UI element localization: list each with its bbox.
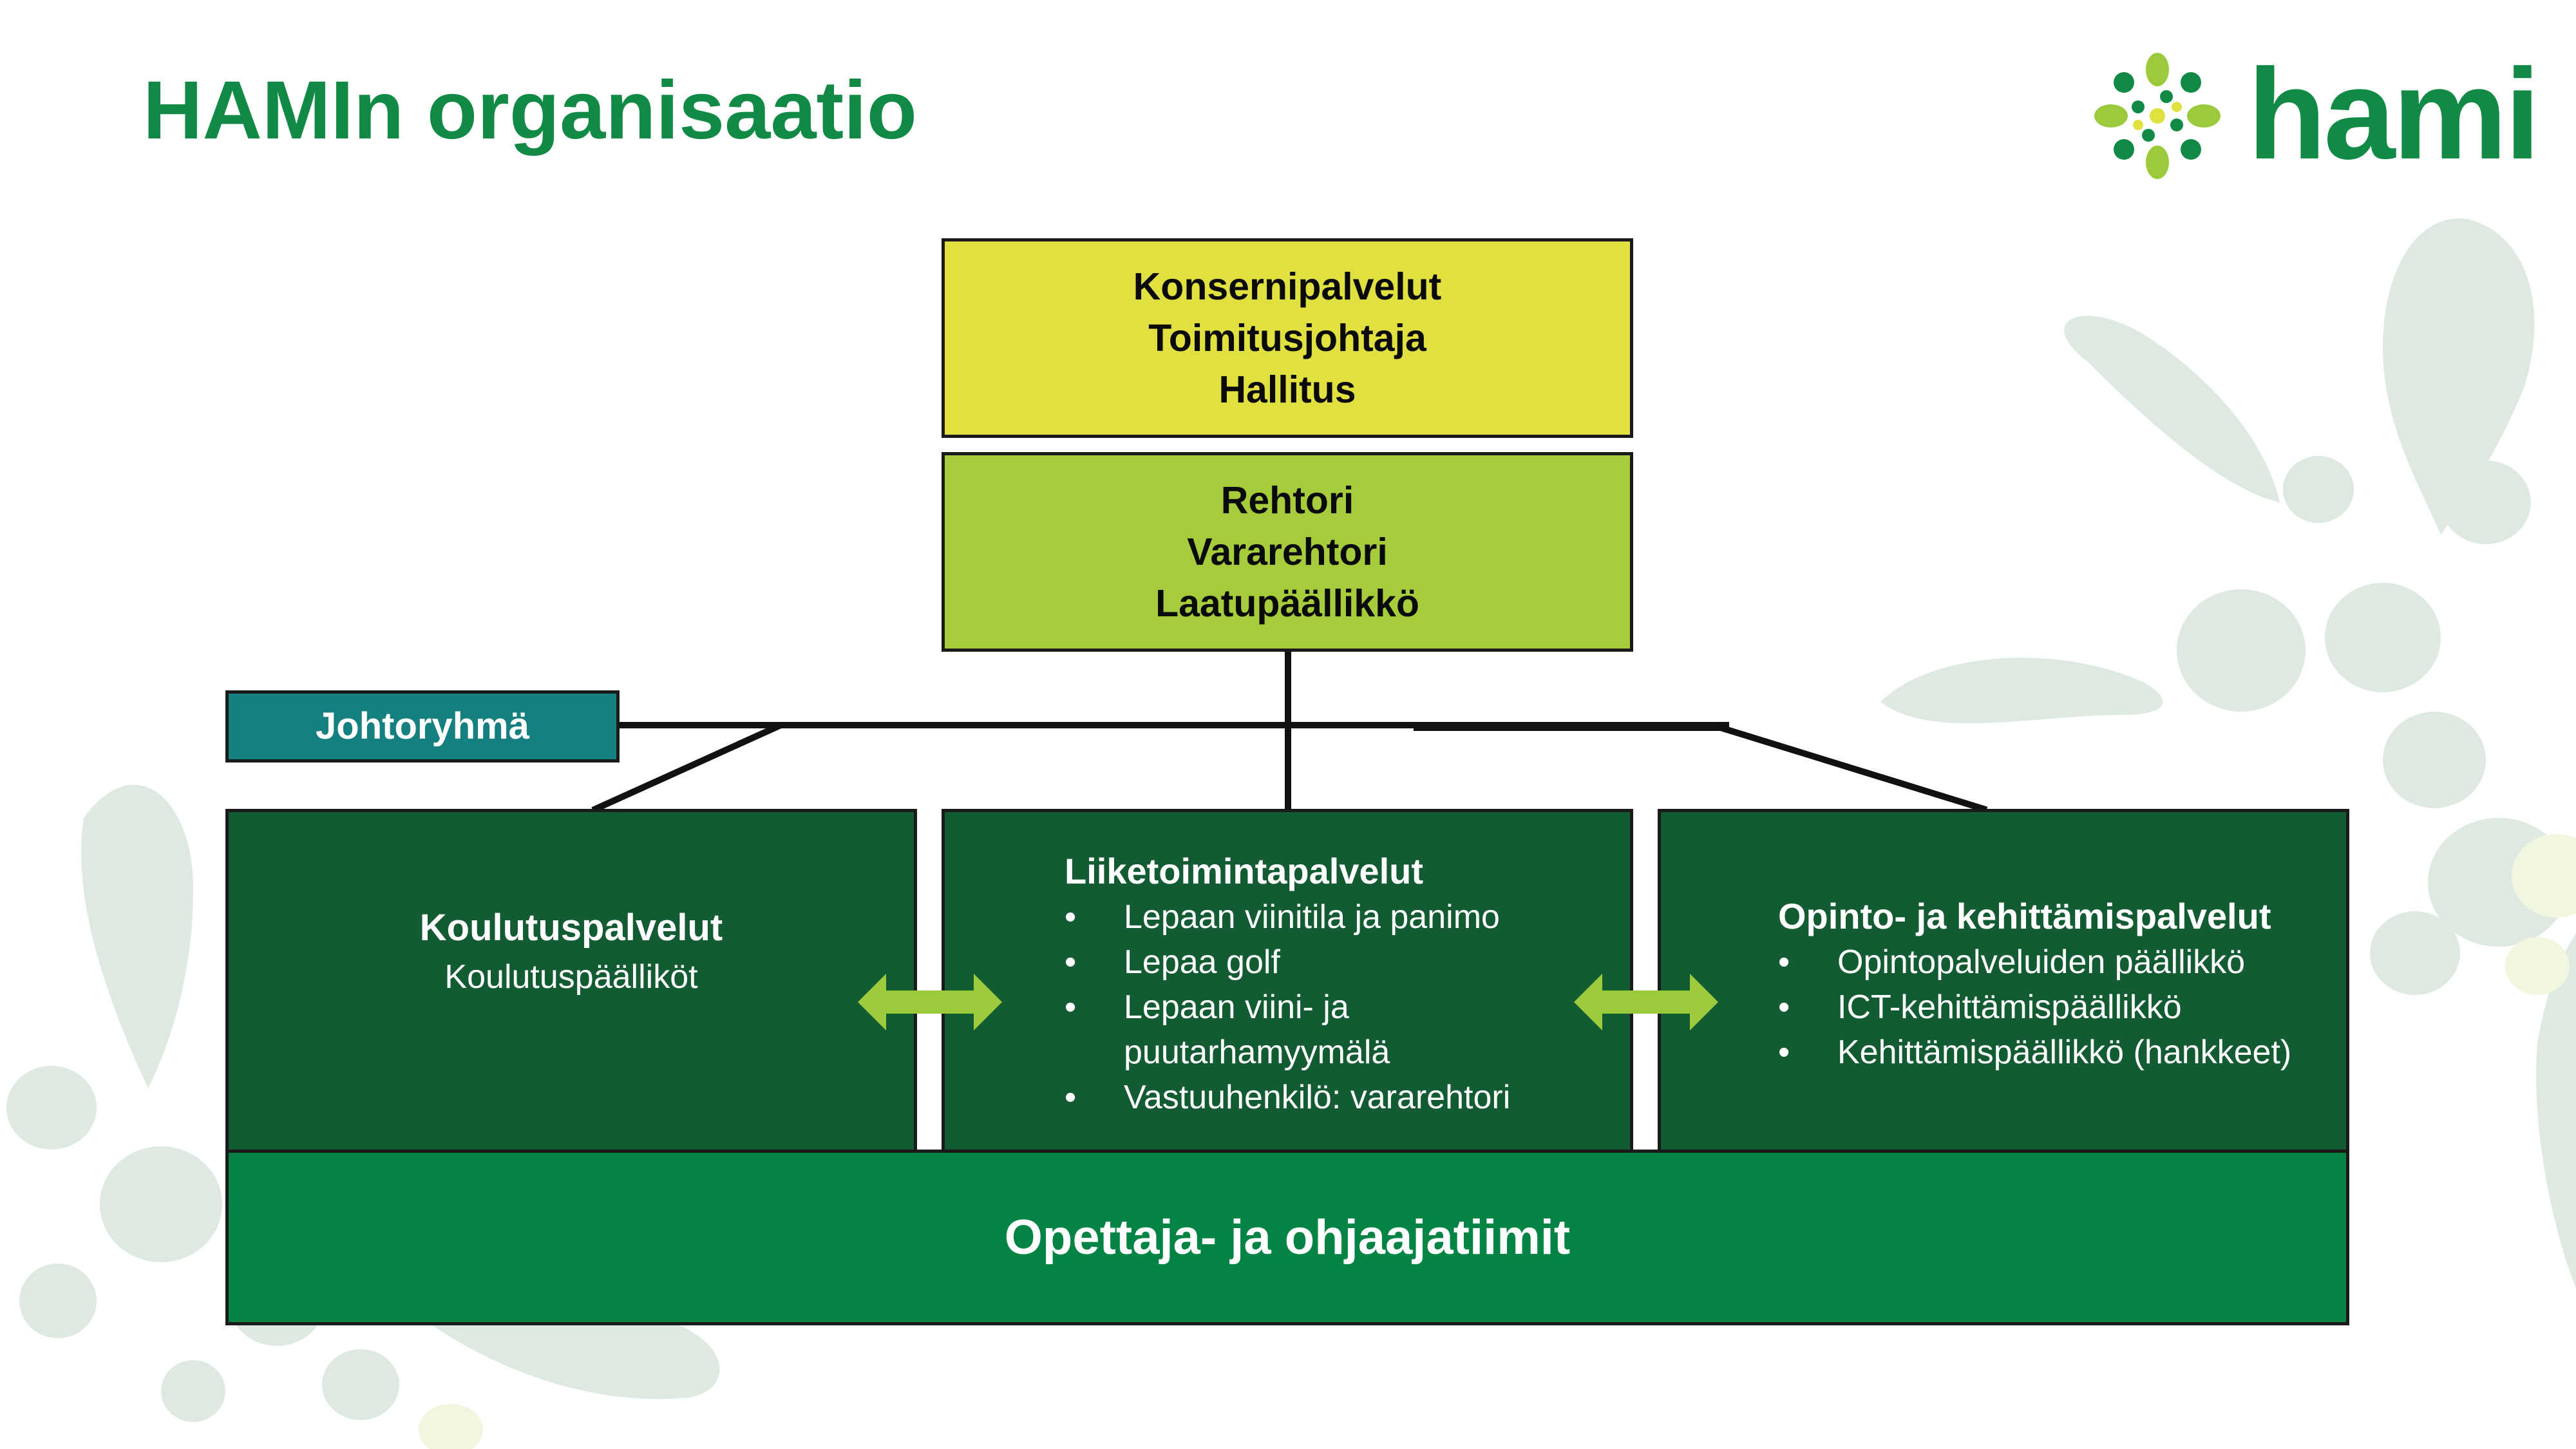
opinto-ja-kehittamispalvelut-box: Opinto- ja kehittämispalvelut Opintopalv… [1658,809,2349,1154]
list-item: Lepaan viini- ja [1065,985,1630,1030]
double-arrow-icon [858,974,1002,1030]
flower-logo-icon [2094,53,2221,179]
box-line: Laatupäällikkö [1155,582,1419,625]
liiketoimintapalvelut-box: Liiketoimintapalvelut Lepaan viinitila j… [942,809,1633,1154]
logo-wordmark: hami [2248,43,2541,186]
box-line: Vararehtori [1187,531,1388,573]
unit-heading: Koulutuspalvelut [419,907,723,949]
box-line: Rehtori [1220,479,1354,522]
opettaja-ja-ohjaajatiimit-box: Opettaja- ja ohjaajatiimit [225,1150,2349,1325]
list-item: Lepaa golf [1065,940,1630,985]
list-item: Lepaan viinitila ja panimo [1065,895,1630,940]
list-item-text: puutarhamyymälä [1124,1034,1390,1071]
unit-heading: Opinto- ja kehittämispalvelut [1778,896,2271,936]
page-title: HAMIn organisaatio [143,64,917,156]
johtoryhma-label: Johtoryhmä [316,705,529,747]
bottom-label: Opettaja- ja ohjaajatiimit [1004,1210,1571,1265]
unit-list: Opintopalveluiden päällikkö ICT-kehittäm… [1778,940,2346,1075]
list-item: Kehittämispäällikkö (hankkeet) [1778,1030,2346,1075]
list-item: Vastuuhenkilö: vararehtori [1065,1075,1630,1120]
unit-subtitle: Koulutuspäälliköt [444,958,698,996]
johtoryhma-box: Johtoryhmä [225,690,620,762]
konsernipalvelut-box: Konsernipalvelut Toimitusjohtaja Hallitu… [942,238,1633,438]
box-line: Toimitusjohtaja [1148,317,1426,359]
koulutuspalvelut-box: Koulutuspalvelut Koulutuspäälliköt [225,809,917,1154]
list-item: Opintopalveluiden päällikkö [1778,940,2346,985]
hami-logo [2094,53,2221,179]
box-line: Hallitus [1218,368,1356,411]
unit-heading: Liiketoimintapalvelut [1065,851,1423,891]
double-arrow-icon [1574,974,1718,1030]
box-line: Konsernipalvelut [1133,265,1442,308]
rehtori-box: Rehtori Vararehtori Laatupäällikkö [942,452,1633,652]
list-item: ICT-kehittämispäällikkö [1778,985,2346,1030]
list-item-continuation: puutarhamyymälä [1065,1030,1630,1075]
unit-list: Lepaan viinitila ja panimo Lepaa golf Le… [1065,895,1630,1120]
